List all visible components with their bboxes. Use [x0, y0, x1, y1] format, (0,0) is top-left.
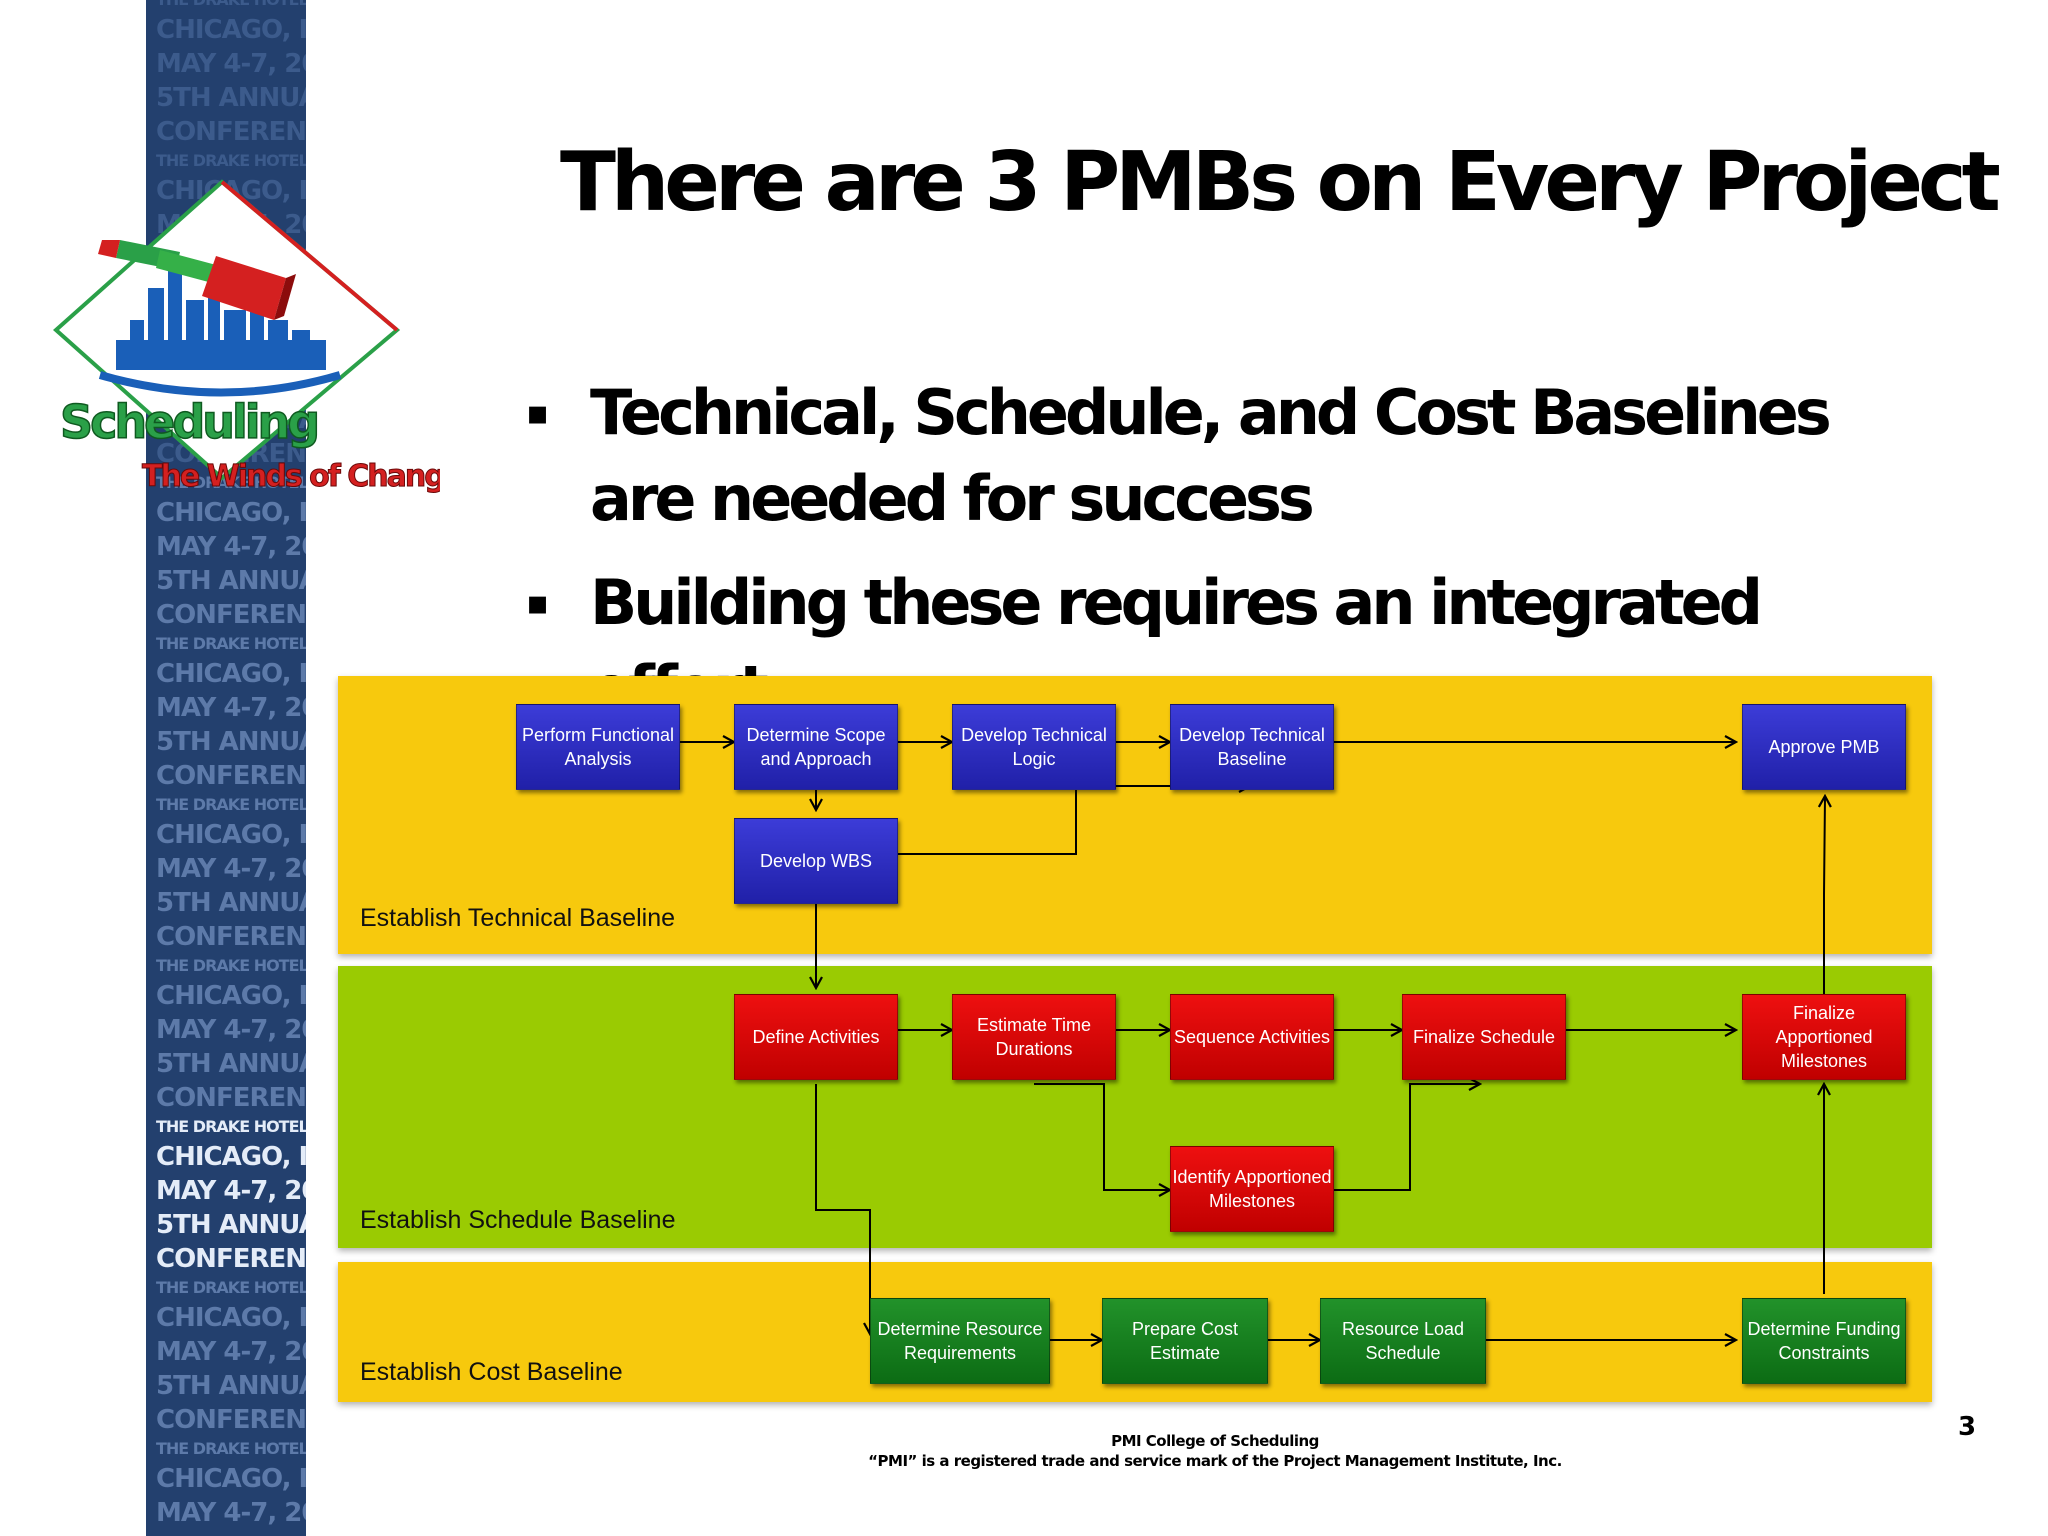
sidebar-text-line: CONFERENCE: [156, 922, 306, 952]
arrow-wbs-to-baseline: [898, 786, 1250, 855]
sidebar-text-line: THE DRAKE HOTEL: [156, 634, 306, 653]
sidebar-text-line: MAY 4-7, 2008: [156, 1015, 306, 1045]
bullet-marker: ▪: [526, 393, 550, 433]
band-technical-label: Establish Technical Baseline: [360, 904, 676, 932]
box-define-activities: Define Activities: [734, 994, 898, 1080]
sidebar-text-line: CONFERENCE: [156, 761, 306, 791]
page-number: 3: [1958, 1412, 1977, 1442]
sidebar-text-line: CHICAGO, IL: [156, 1464, 306, 1494]
sidebar-text-line: MAY 4-7, 2008: [156, 854, 306, 884]
sidebar-text-line: MAY 4-7, 2008: [156, 693, 306, 723]
sidebar-text-line: CONFERENCE: [156, 1244, 306, 1274]
box-approve-pmb: Approve PMB: [1742, 704, 1906, 790]
sidebar-text-line: CONFERENCE: [156, 600, 306, 630]
conference-logo: Scheduling The Winds of Change: [52, 179, 440, 495]
sidebar-text-line: THE DRAKE HOTEL: [156, 151, 306, 170]
sidebar-text-line: 5TH ANNUAL: [156, 1210, 306, 1240]
sidebar-text-line: THE DRAKE HOTEL: [156, 1117, 306, 1136]
sidebar-text-line: 5TH ANNUAL: [156, 1371, 306, 1401]
band-schedule-baseline: Establish Schedule Baseline: [338, 966, 1932, 1248]
logo-word-scheduling: Scheduling: [60, 395, 317, 449]
sidebar-text-line: 5TH ANNUAL: [156, 888, 306, 918]
skyline-icon: [130, 270, 310, 350]
bullet-1: ▪ Technical, Schedule, and Cost Baseline…: [526, 370, 1890, 542]
box-develop-wbs: Develop WBS: [734, 818, 898, 904]
logo-diamond-red-edge: [220, 180, 399, 332]
logo-word-winds: The Winds of Change: [142, 459, 440, 494]
sidebar-text-line: 5TH ANNUAL: [156, 727, 306, 757]
box-estimate-time-durations: Estimate Time Durations: [952, 994, 1116, 1080]
sidebar-text-line: CHICAGO, IL: [156, 659, 306, 689]
arrow-identify-to-finalize: [1334, 1084, 1480, 1191]
sidebar-text-line: MAY 4-7, 2008: [156, 1498, 306, 1528]
box-develop-technical-baseline: Develop Technical Baseline: [1170, 704, 1334, 790]
bullet-marker: ▪: [526, 583, 550, 623]
slide-title: There are 3 PMBs on Every Project: [560, 135, 2001, 230]
sidebar-text-line: CHICAGO, IL: [156, 1142, 306, 1172]
sidebar-text-line: CONFERENCE: [156, 117, 306, 147]
sidebar-text-line: MAY 4-7, 2008: [156, 1337, 306, 1367]
sidebar-text-line: CHICAGO, IL: [156, 498, 306, 528]
box-determine-resource-requirements: Determine Resource Requirements: [870, 1298, 1050, 1384]
sidebar-text-line: CHICAGO, IL: [156, 981, 306, 1011]
band-schedule-label: Establish Schedule Baseline: [360, 1206, 676, 1234]
arrow-define-to-resource: [815, 1084, 870, 1334]
box-determine-funding-constraints: Determine Funding Constraints: [1742, 1298, 1906, 1384]
band-cost-label: Establish Cost Baseline: [360, 1358, 623, 1386]
box-identify-apportioned-milestones: Identify Apportioned Milestones: [1170, 1146, 1334, 1232]
box-sequence-activities: Sequence Activities: [1170, 994, 1334, 1080]
arrow-estimate-to-identify: [1034, 1083, 1170, 1190]
sidebar-text-line: THE DRAKE HOTEL: [156, 795, 306, 814]
sidebar-text-line: THE DRAKE HOTEL: [156, 0, 306, 17]
box-develop-technical-logic: Develop Technical Logic: [952, 704, 1116, 790]
box-prepare-cost-estimate: Prepare Cost Estimate: [1102, 1298, 1268, 1384]
wind-arrow-icon: [98, 240, 296, 320]
sidebar-text-line: THE DRAKE HOTEL: [156, 473, 306, 492]
footer-org-name: PMI College of Scheduling: [1111, 1432, 1319, 1450]
sidebar-text-line: MAY 4-7, 2008: [156, 1176, 306, 1206]
box-determine-scope-and-approach: Determine Scope and Approach: [734, 704, 898, 790]
arrow-fam-to-approve: [1824, 796, 1825, 994]
footer-trademark-notice: “PMI” is a registered trade and service …: [868, 1452, 1562, 1470]
sidebar-text-line: MAY 4-7, 2008: [156, 49, 306, 79]
sidebar-text-line: 5TH ANNUAL: [156, 566, 306, 596]
sidebar-text-line: CONFERENCE: [156, 1083, 306, 1113]
bullet-1-text: Technical, Schedule, and Cost Baselines …: [590, 376, 1832, 535]
logo-wave: [98, 371, 342, 397]
box-finalize-apportioned-milestones: Finalize Apportioned Milestones: [1742, 994, 1906, 1080]
sidebar-text-line: THE DRAKE HOTEL: [156, 1439, 306, 1458]
sidebar-text-line: 5TH ANNUAL: [156, 1049, 306, 1079]
box-perform-functional-analysis: Perform Functional Analysis: [516, 704, 680, 790]
sidebar-text-line: 5TH ANNUAL: [156, 83, 306, 113]
sidebar-text-line: THE DRAKE HOTEL: [156, 1278, 306, 1297]
sidebar-text-line: CONFERENCE: [156, 1405, 306, 1435]
sidebar-text-line: CHICAGO, IL: [156, 820, 306, 850]
sidebar-text-line: CHICAGO, IL: [156, 1303, 306, 1333]
sidebar-text-line: CHICAGO, IL: [156, 15, 306, 45]
sidebar-text-line: THE DRAKE HOTEL: [156, 956, 306, 975]
sidebar-text-line: MAY 4-7, 2008: [156, 532, 306, 562]
box-finalize-schedule: Finalize Schedule: [1402, 994, 1566, 1080]
box-resource-load-schedule: Resource Load Schedule: [1320, 1298, 1486, 1384]
